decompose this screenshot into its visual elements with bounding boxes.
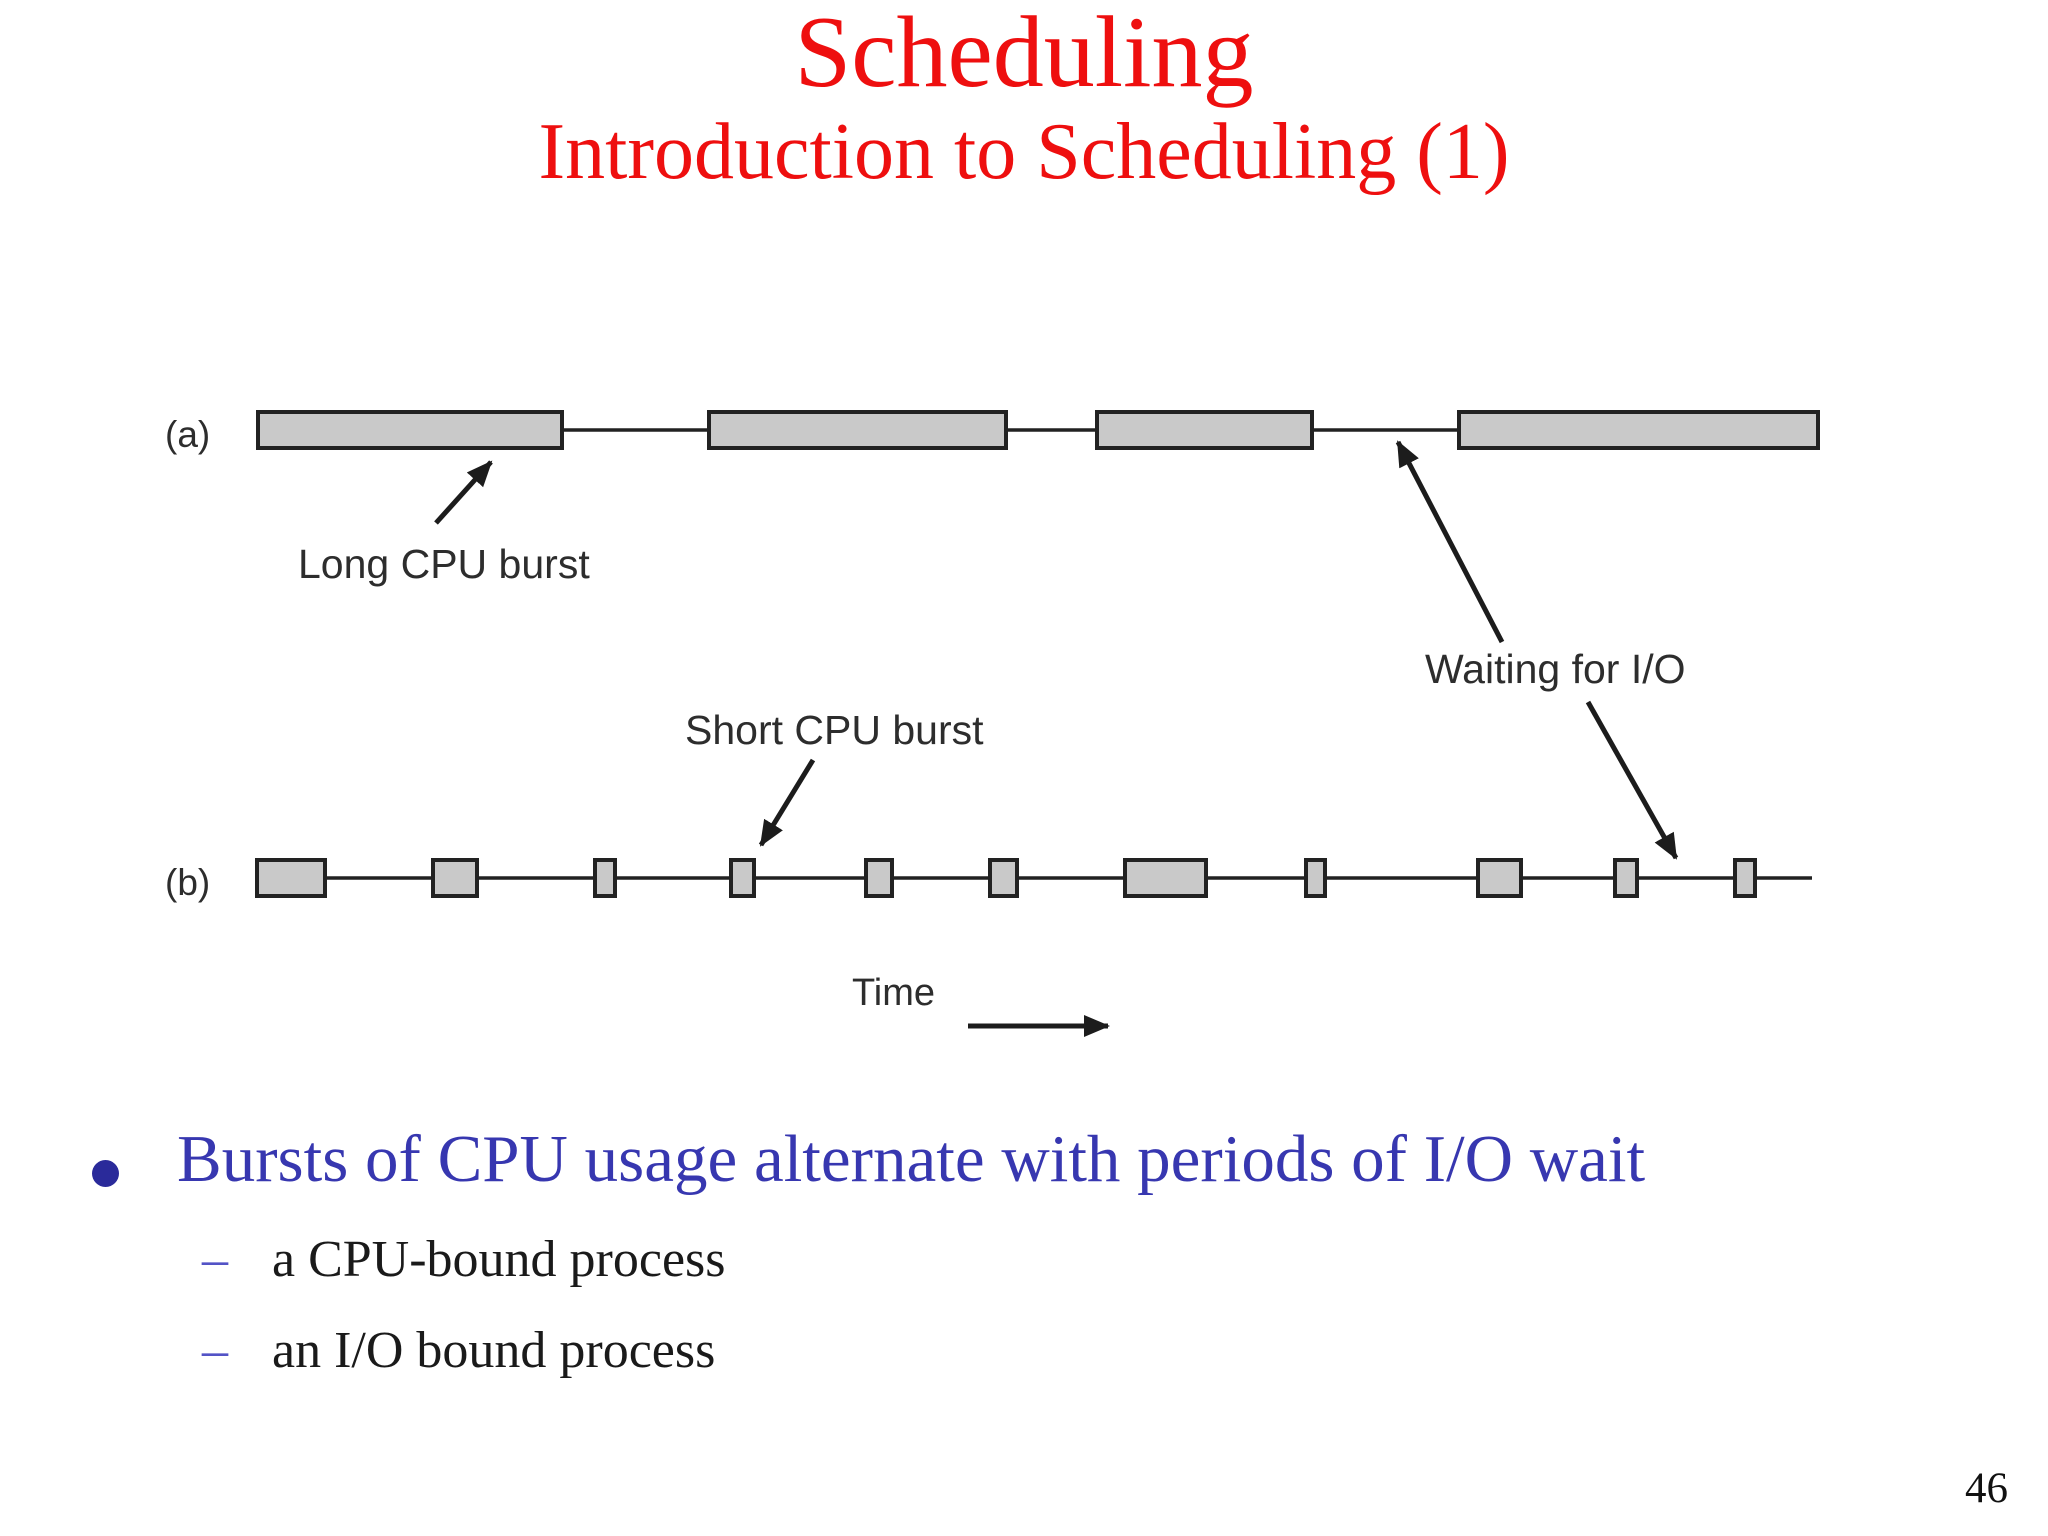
- bullet-list: Bursts of CPU usage alternate with perio…: [84, 1118, 2014, 1385]
- cpu-burst-rect: [864, 858, 894, 898]
- cpu-burst-rect: [988, 858, 1019, 898]
- cpu-burst-rect: [1457, 410, 1820, 450]
- cpu-burst-rect: [1095, 410, 1314, 450]
- sub-bullet-list: – a CPU-bound process – an I/O bound pro…: [84, 1226, 2014, 1385]
- dash-marker: –: [202, 1230, 228, 1288]
- cpu-burst-rect: [1613, 858, 1639, 898]
- short-burst-arrow: [758, 758, 816, 847]
- short-burst-label: Short CPU burst: [685, 707, 984, 753]
- cpu-burst-rect: [1733, 858, 1757, 898]
- sub-bullet-item: – a CPU-bound process: [84, 1226, 2014, 1294]
- slide-subtitle: Introduction to Scheduling (1): [538, 108, 1510, 196]
- waiting-arrow-a: [1395, 440, 1505, 644]
- row-b-label: (b): [165, 862, 210, 903]
- page-number: 46: [1965, 1465, 2008, 1512]
- long-burst-label: Long CPU burst: [298, 541, 590, 587]
- main-bullet: Bursts of CPU usage alternate with perio…: [84, 1118, 2014, 1202]
- cpu-burst-rect: [255, 858, 327, 898]
- cpu-burst-rect: [1476, 858, 1523, 898]
- main-bullet-text: Bursts of CPU usage alternate with perio…: [177, 1122, 1646, 1196]
- cpu-burst-rect: [1123, 858, 1208, 898]
- waiting-label: Waiting for I/O: [1425, 646, 1686, 692]
- sub-bullet-item: – an I/O bound process: [84, 1317, 2014, 1385]
- time-label: Time: [852, 972, 935, 1014]
- cpu-burst-rect: [707, 410, 1008, 450]
- sub-bullet-text: an I/O bound process: [272, 1322, 716, 1380]
- dash-marker: –: [202, 1322, 228, 1380]
- sub-bullet-text: a CPU-bound process: [272, 1230, 726, 1288]
- cpu-burst-rect: [729, 858, 756, 898]
- row-a-bursts: [256, 410, 1820, 450]
- slide-title: Scheduling: [794, 0, 1254, 109]
- bullet-dot-icon: [92, 1160, 119, 1187]
- row-b-bursts: [255, 858, 1757, 898]
- waiting-arrow-b: [1585, 700, 1679, 860]
- long-burst-arrow: [434, 460, 493, 525]
- cpu-burst-rect: [431, 858, 479, 898]
- row-a-label: (a): [165, 414, 210, 455]
- cpu-burst-rect: [1304, 858, 1327, 898]
- cpu-burst-rect: [256, 410, 564, 450]
- cpu-burst-diagram: (a) Long CPU burst Waiting for I/O Short…: [165, 410, 1820, 1037]
- cpu-burst-rect: [593, 858, 617, 898]
